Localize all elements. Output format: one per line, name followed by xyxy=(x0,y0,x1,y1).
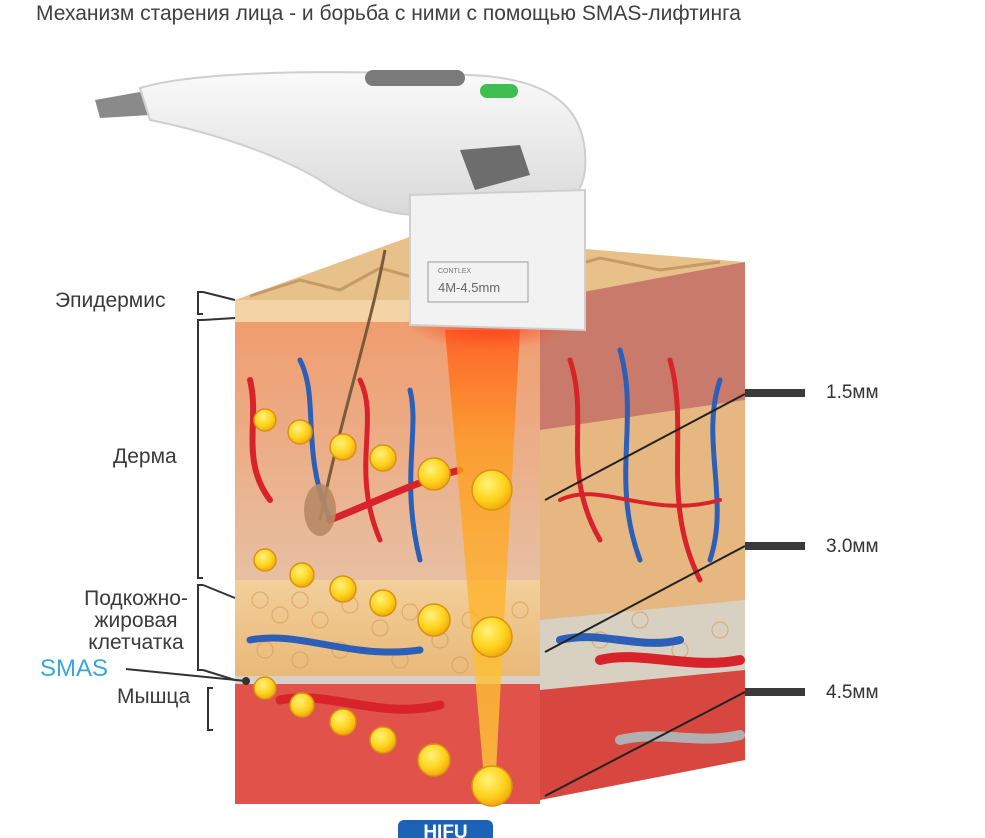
device-side-grip xyxy=(460,145,530,190)
depth-label-1: 1.5мм xyxy=(826,382,879,403)
cartridge-label: 4M-4.5mm xyxy=(438,280,500,295)
hifu-handpiece: CONTLEX 4M-4.5mm xyxy=(95,70,587,332)
label-dermis: Дерма xyxy=(113,445,177,468)
label-subcutaneous-line1: Подкожно- xyxy=(84,587,188,610)
hair-follicle xyxy=(318,249,387,521)
label-epidermis: Эпидермис xyxy=(55,289,166,312)
hifu-badge: HIFU xyxy=(398,820,493,838)
label-subcutaneous-line2: жировая xyxy=(94,609,178,632)
focal-points xyxy=(253,408,513,807)
label-subcutaneous-line3: клетчатка xyxy=(88,631,184,654)
label-subcutaneous: Подкожно- жировая клетчатка xyxy=(66,588,206,654)
device-grip-top xyxy=(365,70,465,86)
depth-pointers xyxy=(544,389,805,797)
depth-label-3: 4.5мм xyxy=(826,682,879,703)
device-cartridge xyxy=(409,188,586,332)
cartridge-brand: CONTLEX xyxy=(438,268,471,275)
label-smas: SMAS xyxy=(40,655,109,682)
device-power-button xyxy=(480,84,518,98)
depth-label-2: 3.0мм xyxy=(826,536,879,557)
layer-brackets xyxy=(125,291,250,731)
page-title: Механизм старения лица - и борьба с ними… xyxy=(36,2,741,25)
label-muscle: Мышца xyxy=(117,685,191,708)
ultrasound-beam xyxy=(445,330,520,790)
